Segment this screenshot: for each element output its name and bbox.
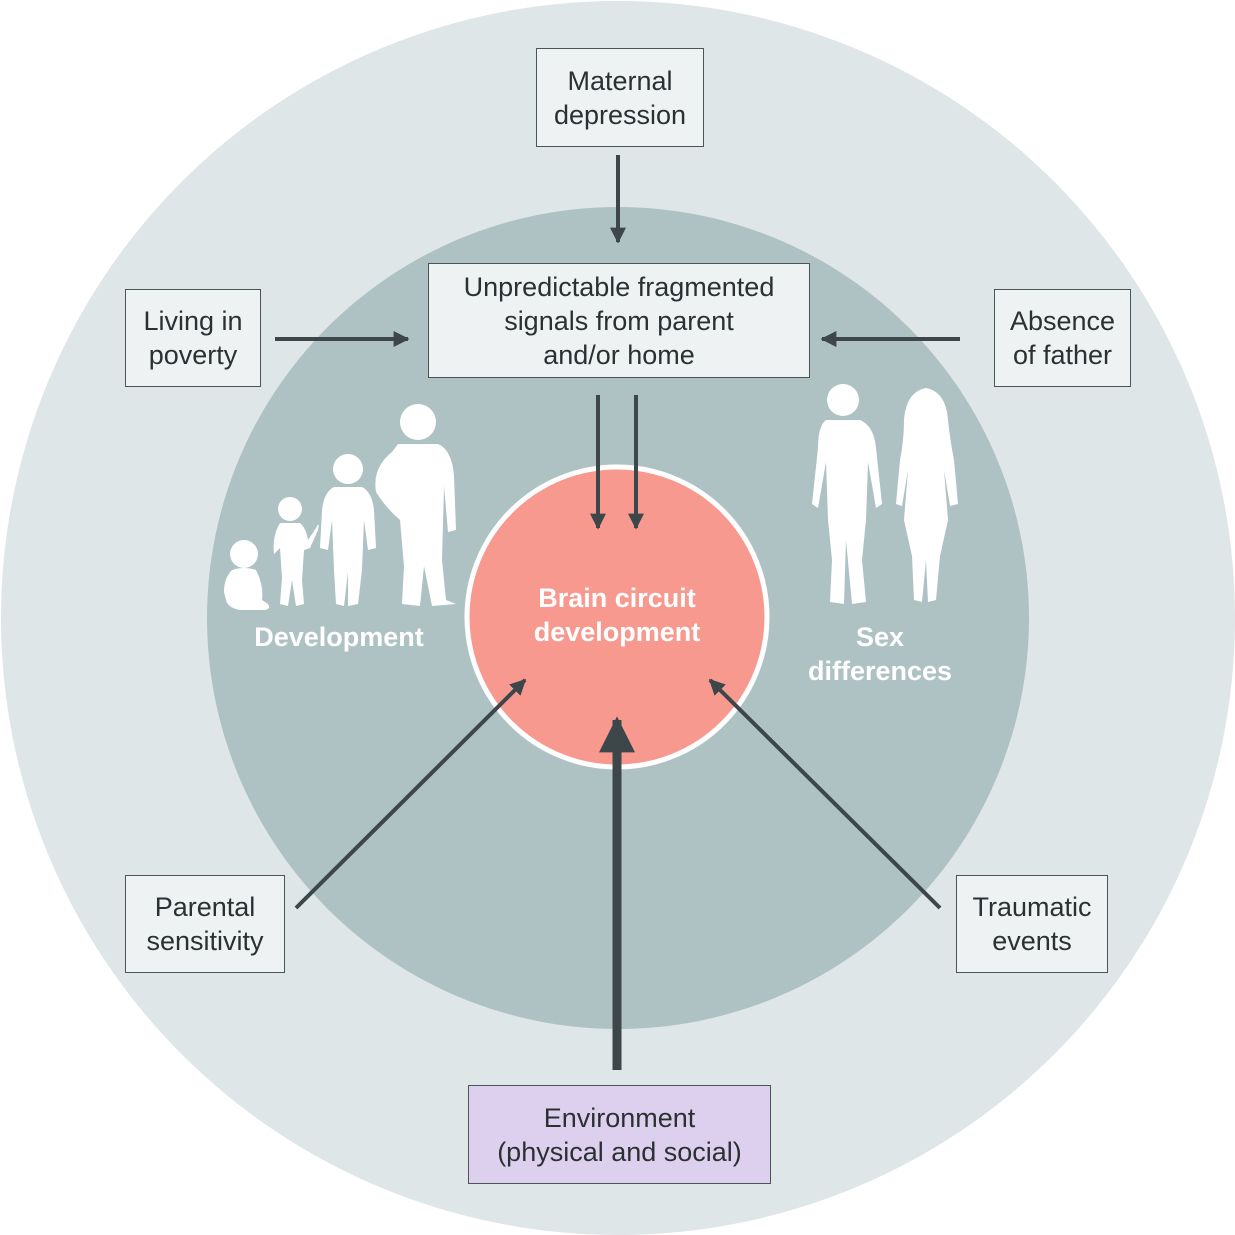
environment-box: Environment (physical and social) <box>468 1085 771 1184</box>
maternal-depression-box: Maternal depression <box>536 48 704 147</box>
poverty-line1: Living in <box>143 306 243 336</box>
arrow-parental-to-center <box>294 678 527 910</box>
sex-differences-line2: differences <box>807 656 953 686</box>
center-label-line1: Brain circuit <box>538 583 696 613</box>
maternal-line2: depression <box>553 99 687 130</box>
sex-differences-silhouettes-icon <box>812 384 958 604</box>
center-label: Brain circuit development <box>517 581 717 649</box>
traumatic-events-box: Traumatic events <box>956 875 1108 973</box>
signals-line3: and/or home <box>543 339 695 370</box>
signals-box: Unpredictable fragmented signals from pa… <box>428 263 810 378</box>
traumatic-line1: Traumatic <box>972 892 1092 922</box>
maternal-line1: Maternal <box>567 65 673 96</box>
father-line2: of father <box>1012 340 1113 370</box>
development-label-text: Development <box>254 622 424 652</box>
development-label: Development <box>229 620 449 654</box>
signals-line1: Unpredictable fragmented <box>463 271 775 302</box>
traumatic-line2: events <box>992 926 1072 956</box>
parental-line2: sensitivity <box>146 926 264 956</box>
development-silhouettes-icon <box>224 404 456 610</box>
signals-line2: signals from parent <box>504 305 734 336</box>
parental-sensitivity-box: Parental sensitivity <box>125 875 285 973</box>
absence-of-father-box: Absence of father <box>994 289 1131 387</box>
parental-line1: Parental <box>154 892 256 922</box>
sex-differences-line1: Sex <box>855 622 905 652</box>
environment-line2: (physical and social) <box>497 1136 742 1167</box>
poverty-line2: poverty <box>148 340 238 370</box>
center-label-line2: development <box>533 617 701 647</box>
arrow-traumatic-to-center <box>708 678 942 910</box>
living-in-poverty-box: Living in poverty <box>125 289 261 387</box>
environment-line1: Environment <box>543 1102 696 1133</box>
sex-differences-label: Sex differences <box>780 620 980 688</box>
father-line1: Absence <box>1009 306 1116 336</box>
